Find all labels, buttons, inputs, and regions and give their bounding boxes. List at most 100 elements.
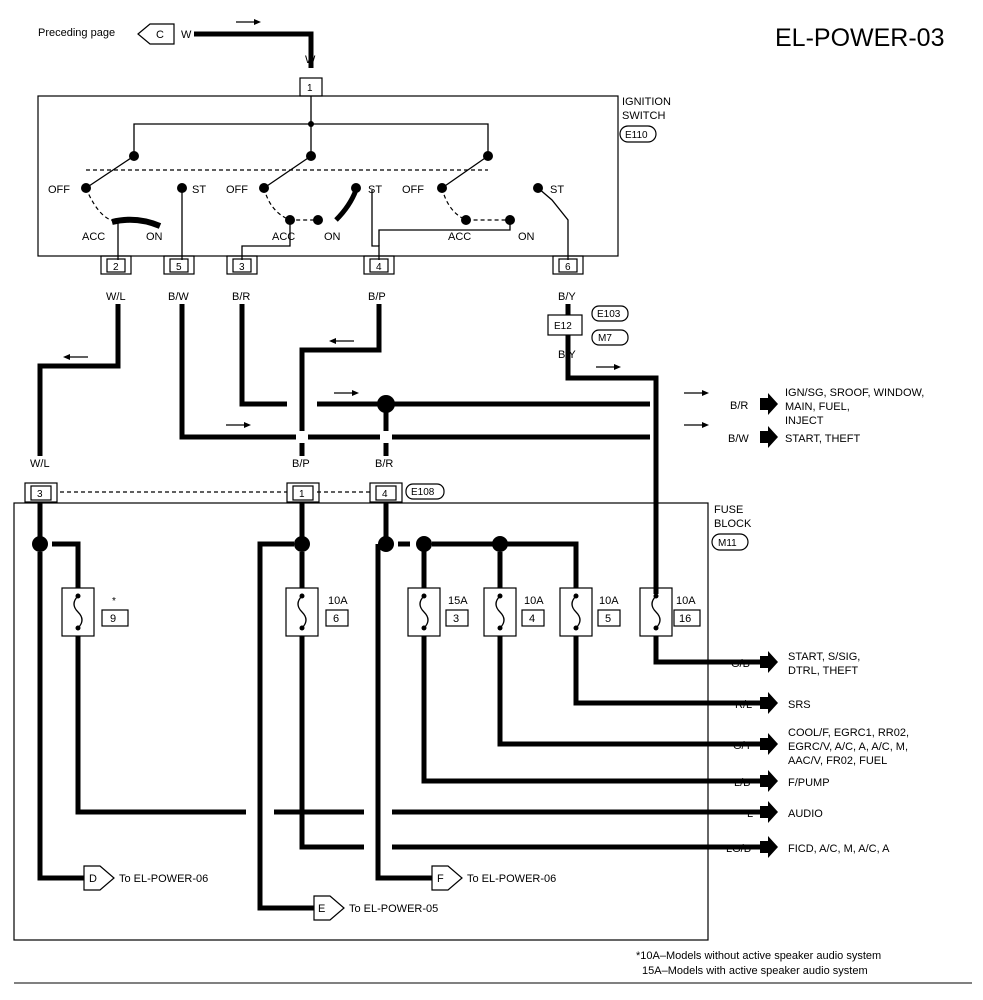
sw2-out-4-a (371, 190, 380, 260)
sw3-out-4 (378, 220, 511, 246)
sw2-out-3 (241, 220, 291, 260)
output-wire-br: B/R (730, 400, 748, 412)
output-rl-line1: SRS (788, 699, 811, 711)
preceding-connector-letter: C (156, 29, 164, 41)
svg-text:4: 4 (529, 613, 535, 625)
svg-text:10A: 10A (676, 595, 696, 607)
output-arrow-bw (760, 426, 778, 448)
wire-gb (653, 636, 760, 665)
wire-to-e (257, 541, 314, 911)
sw3-out-6 (537, 187, 569, 260)
output-gy-line3: AAC/V, FR02, FUEL (788, 755, 887, 767)
ignition-title-1: IGNITION (622, 96, 671, 108)
sw1-blade (85, 155, 135, 189)
wire-w-top (194, 31, 314, 68)
fuse-3: 15A 3 (407, 587, 469, 637)
inline-left-id: E103 (597, 309, 621, 320)
output-wire-gy: G/Y (733, 740, 753, 752)
sw2-st-label: ST (368, 184, 382, 196)
footnote-1: *10A–Models without active speaker audio… (636, 950, 881, 962)
output-lgb-line1: FICD, A/C, M, A/C, A (788, 843, 890, 855)
preceding-connector-tag[interactable] (137, 23, 175, 45)
fuse-9: * 9 (61, 587, 129, 637)
output-bw-line1: START, THEFT (785, 433, 860, 445)
svg-text:To EL-POWER-05: To EL-POWER-05 (349, 903, 438, 915)
output-wire-bw: B/W (728, 433, 749, 445)
wire-bw (179, 304, 660, 440)
wire-l (75, 636, 760, 815)
fuse-block-title-2: BLOCK (714, 518, 752, 530)
svg-text:10A: 10A (328, 595, 348, 607)
wire-label-wl: W/L (106, 291, 126, 303)
junction-br-bus (378, 536, 394, 552)
svg-text:15A: 15A (448, 595, 468, 607)
sw2-off-label: OFF (226, 184, 248, 196)
sw3-on-label: ON (518, 231, 535, 243)
junction-bp (294, 536, 310, 552)
output-lb-line1: F/PUMP (788, 777, 830, 789)
ignition-title-2: SWITCH (622, 110, 665, 122)
wire-rl (573, 636, 760, 706)
preceding-page-label: Preceding page (38, 27, 115, 39)
page-title: EL-POWER-03 (775, 24, 944, 52)
fuse-block-connector-id: M11 (718, 538, 737, 549)
ignition-pins: 2 5 3 4 6 (100, 255, 584, 275)
sw3-off-label: OFF (402, 184, 424, 196)
output-gy-line2: EGRC/V, A/C, A, A/C, M, (788, 741, 908, 753)
svg-text:6: 6 (565, 262, 571, 273)
svg-text:2: 2 (113, 262, 119, 273)
sw2-arc (263, 187, 318, 221)
wire-br (239, 304, 660, 407)
output-arrow-br (760, 393, 778, 415)
output-br-line2: MAIN, FUEL, (785, 401, 850, 413)
fuse-block-connector-badge (711, 533, 749, 551)
sw1-arc (85, 187, 121, 223)
wire-by-lower (565, 335, 659, 594)
junction-br (377, 395, 395, 413)
output-br-line3: INJECT (785, 415, 824, 427)
svg-text:3: 3 (239, 262, 245, 273)
fuse-4: 10A 4 (483, 587, 545, 637)
sw1-off-label: OFF (48, 184, 70, 196)
fuse-block-title-1: FUSE (714, 504, 743, 516)
page-ref-d[interactable]: D To EL-POWER-06 (83, 865, 208, 891)
inline-right-id: M7 (598, 333, 612, 344)
page-ref-e[interactable]: E To EL-POWER-05 (313, 895, 438, 921)
wire-wl (37, 304, 121, 456)
inline-connector-id: E12 (554, 321, 572, 332)
bus-fuse-9 (52, 541, 81, 588)
wire-label-bw: B/W (168, 291, 189, 303)
wire-to-f (375, 544, 432, 881)
wire-bp (299, 304, 382, 456)
svg-text:To EL-POWER-06: To EL-POWER-06 (467, 873, 556, 885)
fb-wire-label-bp: B/P (292, 458, 310, 470)
svg-text:1: 1 (299, 489, 305, 500)
wire-lgb (299, 636, 760, 850)
svg-text:To EL-POWER-06: To EL-POWER-06 (119, 873, 208, 885)
output-gb-line1: START, S/SIG, (788, 651, 860, 663)
sw2-on-st-bar (334, 189, 359, 222)
sw3-blade (441, 155, 489, 189)
wire-gy (497, 636, 760, 747)
output-br-line1: IGN/SG, SROOF, WINDOW, (785, 387, 924, 399)
svg-text:10A: 10A (524, 595, 544, 607)
fuse-16: 10A 16 (639, 587, 701, 637)
svg-text:*: * (112, 596, 116, 607)
sw2-on-label: ON (324, 231, 341, 243)
wire-label-br: B/R (232, 291, 250, 303)
output-gy-line1: COOL/F, EGRC1, RR02, (788, 727, 909, 739)
sw3-acc-label: ACC (448, 231, 471, 243)
output-wire-l: L (747, 808, 753, 820)
sw1-on-label: ON (146, 231, 163, 243)
ignition-switch-box (37, 95, 619, 257)
ignition-top-pin-number: 1 (307, 83, 313, 94)
sw1-st-label: ST (192, 184, 206, 196)
flow-arrow-icon (254, 19, 261, 25)
fb-wire-label-wl: W/L (30, 458, 50, 470)
footnote-2: 15A–Models with active speaker audio sys… (642, 965, 868, 977)
wire-to-d (37, 552, 84, 881)
top-wire-label: W (305, 54, 316, 66)
page-ref-f[interactable]: F To EL-POWER-06 (431, 865, 556, 891)
inline-right-badge (591, 329, 629, 346)
